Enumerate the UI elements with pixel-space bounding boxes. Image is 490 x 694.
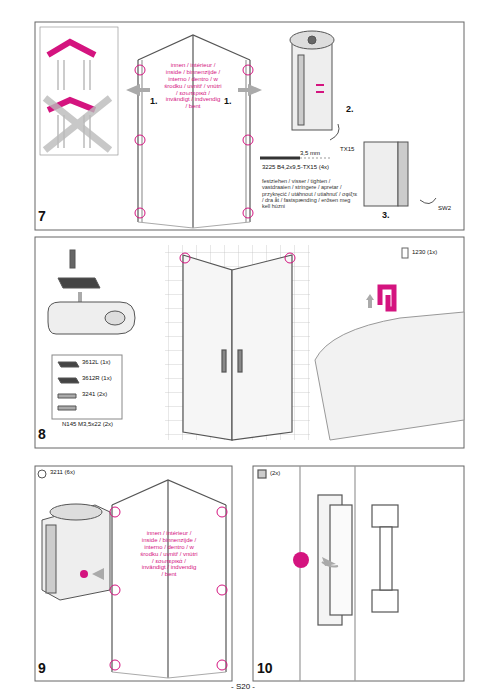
tool-label: TX15 [340, 146, 354, 153]
inside-note: innen / intérieur / inside / binnenzijde… [140, 530, 198, 578]
step-number: 1. [150, 96, 158, 106]
step-number: 2. [346, 104, 354, 114]
instruction-note: festziehen / visser / tighten / vastdraa… [262, 178, 360, 210]
door-handle [258, 466, 398, 681]
shower-enclosure [112, 480, 226, 678]
inside-note: innen / intérieur / inside / binnenzijde… [164, 62, 222, 110]
part-number: N145 M3,5x22 (2x) [62, 421, 113, 428]
step-number: 1. [224, 96, 232, 106]
part-number: 3225 B4,2x9,5-TX15 (4x) [262, 164, 362, 171]
part-count: (2x) [270, 470, 280, 477]
profile-inset [40, 27, 118, 155]
part-number: 3612R (1x) [82, 375, 112, 382]
part-number: 3211 (6x) [50, 469, 75, 476]
step-number: 3. [382, 210, 390, 220]
shower-doors [183, 255, 292, 440]
shower-enclosure [138, 35, 250, 228]
page-number: - S20 - [231, 682, 255, 691]
tool-label: SW2 [438, 205, 451, 212]
hinge-cover-parts [48, 250, 135, 419]
part-number: 1230 (1x) [412, 249, 437, 256]
dimension: 3,5 mm [300, 150, 320, 157]
panel-number: 9 [38, 660, 46, 676]
hinge-detail [38, 470, 110, 600]
panel-number: 8 [38, 426, 46, 442]
part-number: 3241 (2x) [82, 391, 107, 398]
part-number: 3612L (1x) [82, 359, 110, 366]
panel-number: 7 [38, 208, 46, 224]
panel-number: 10 [257, 660, 273, 676]
